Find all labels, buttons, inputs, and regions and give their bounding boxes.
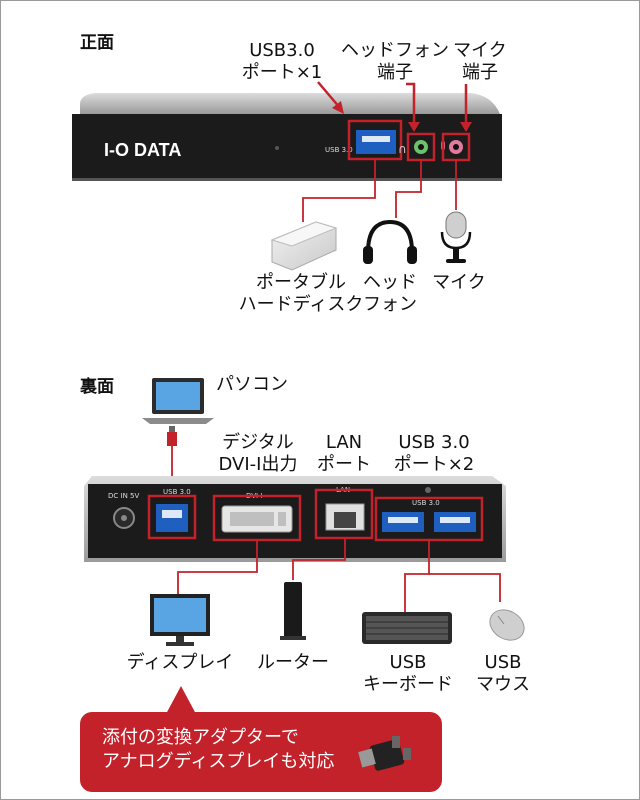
power-led: [275, 146, 279, 150]
callout-pointer: [166, 686, 196, 714]
display-icon: [150, 594, 210, 646]
router-icon: [280, 582, 306, 640]
back-cables: [177, 538, 501, 612]
portable-hdd-icon: [270, 221, 338, 271]
back-section-title: 裏面: [80, 377, 114, 397]
keyboard-icon: [362, 612, 452, 644]
front-pointer-arrows: [317, 81, 468, 126]
back-usb-print: USB 3.0: [163, 488, 191, 496]
microphone-icon: [440, 211, 472, 263]
headphones-icon: [363, 219, 417, 264]
device-label-router: ルーター: [257, 652, 329, 673]
back-usb-port: [156, 504, 188, 532]
front-section-title: 正面: [80, 33, 114, 53]
mic-jack: [449, 140, 463, 154]
laptop-icon: [142, 378, 214, 424]
headphone-symbol-icon: ∩: [398, 142, 407, 156]
callout-line2: アナログディスプレイも対応: [102, 751, 335, 772]
dc-in-port: [113, 507, 135, 529]
docking-station-front: [72, 93, 502, 181]
front-usb-port: [356, 130, 396, 154]
adapter-callout: 添付の変換アダプターで アナログディスプレイも対応: [80, 712, 442, 792]
dvi-port: [221, 505, 293, 533]
front-cables: [302, 160, 457, 222]
front-mic-port-label: マイク端子: [453, 40, 507, 83]
device-label-mic: マイク: [432, 272, 486, 293]
brand-logo: I-O DATA: [104, 140, 181, 160]
callout-line1: 添付の変換アダプターで: [102, 727, 299, 748]
device-label-display: ディスプレイ: [126, 652, 234, 673]
front-headphone-port-label: ヘッドフォン端子: [341, 40, 449, 83]
lan-highlight: [314, 488, 374, 540]
back-usb-ports-pair: [382, 512, 476, 532]
device-label-headphones: ヘッドフォン: [363, 272, 417, 315]
device-label-hdd: ポータブルハードディスク: [238, 272, 364, 315]
mouse-icon: [489, 609, 525, 641]
headphone-jack: [414, 140, 428, 154]
lan-port: [325, 503, 365, 531]
dc-in-print: DC IN 5V: [108, 492, 139, 500]
back-usb-highlight: [147, 494, 197, 540]
screw-icon: [425, 487, 431, 493]
usb-cable-plug-icon: [167, 426, 177, 446]
front-usb-highlight: [347, 119, 403, 161]
back-usb2-print: USB 3.0: [412, 499, 440, 507]
pc-label: パソコン: [216, 374, 288, 395]
front-usb-print: USB 3.0: [325, 146, 353, 154]
front-arrow-heads: [332, 101, 472, 132]
